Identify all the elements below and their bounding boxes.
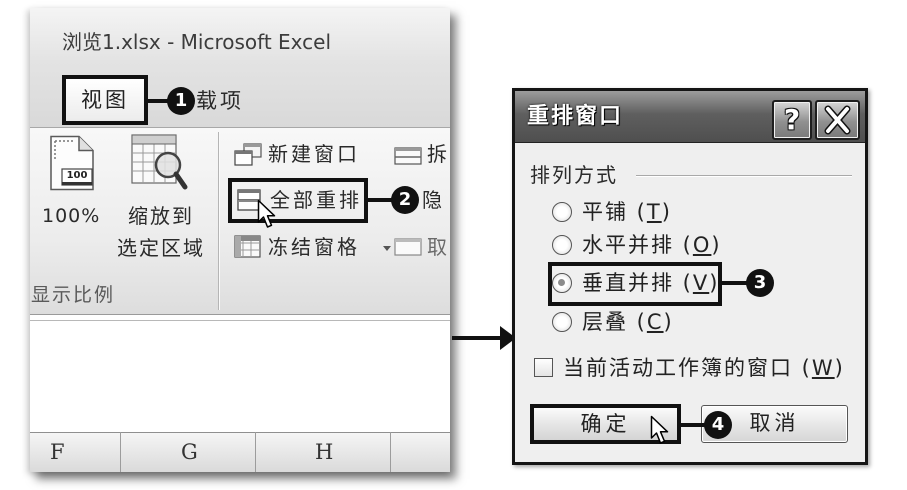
mouse-pointer-icon	[257, 199, 276, 228]
callout-3: 3	[746, 269, 774, 297]
new-window-icon	[234, 143, 262, 166]
option-text: 层叠	[582, 310, 628, 334]
hotkey-letter: O	[692, 233, 712, 257]
radio-horizontal[interactable]	[552, 235, 572, 255]
window-title: 浏览1.xlsx - Microsoft Excel	[62, 30, 332, 54]
dialog-title: 重排窗口	[527, 104, 624, 129]
hotkey-letter: C	[646, 310, 664, 334]
option-hotkey: V	[674, 271, 719, 295]
checkbox-text: 当前活动工作簿的窗口	[563, 356, 793, 380]
option-text: 平铺	[582, 200, 628, 224]
new-window-button[interactable]: 新建窗口	[268, 142, 360, 166]
column-divider[interactable]	[120, 432, 121, 472]
column-divider[interactable]	[390, 432, 391, 472]
arrow-right-icon	[452, 326, 516, 350]
column-header-h[interactable]: H	[315, 440, 334, 464]
tab-view[interactable]: 视图	[62, 75, 148, 125]
chevron-down-icon[interactable]	[383, 246, 391, 251]
mouse-pointer-icon	[650, 415, 669, 444]
option-hotkey: T	[628, 200, 672, 224]
hide-button[interactable]: 隐	[422, 188, 445, 212]
hotkey-letter: W	[811, 356, 835, 380]
page-100-icon	[50, 135, 94, 191]
option-horizontal-label[interactable]: 水平并排 O	[582, 232, 722, 258]
ok-button-label: 确定	[580, 412, 631, 436]
freeze-panes-icon	[234, 235, 261, 258]
radio-tiled[interactable]	[552, 202, 572, 222]
ribbon-group-separator	[218, 132, 219, 310]
callout-1-connector	[148, 99, 170, 103]
column-header-g[interactable]: G	[181, 440, 198, 464]
column-header-row	[30, 432, 450, 472]
active-workbook-checkbox[interactable]	[534, 358, 553, 377]
excel-window: 浏览1.xlsx - Microsoft Excel 视图 1 载项 100 1…	[30, 8, 450, 472]
help-button[interactable]: ?	[772, 100, 812, 140]
callout-3-connector	[722, 281, 748, 285]
hotkey-letter: T	[646, 200, 662, 224]
worksheet-area[interactable]	[30, 315, 450, 432]
callout-2: 2	[391, 186, 419, 214]
hotkey-letter: V	[692, 271, 710, 295]
arrange-windows-dialog: 重排窗口 ? 排列方式 平铺 T 水平并排 O 垂直并排 V 3 层叠 C 当前活动工作…	[512, 88, 868, 465]
radio-vertical[interactable]	[552, 273, 572, 293]
callout-4-connector	[681, 423, 707, 427]
option-text: 垂直并排	[582, 271, 674, 295]
cancel-button-label: 取消	[749, 411, 800, 435]
callout-1: 1	[167, 87, 195, 115]
option-tiled-label[interactable]: 平铺 T	[582, 199, 672, 225]
option-hotkey: O	[674, 233, 722, 257]
close-button[interactable]	[815, 100, 860, 140]
checkbox-hotkey: W	[793, 356, 845, 380]
active-workbook-checkbox-label[interactable]: 当前活动工作簿的窗口 W	[563, 355, 845, 381]
tab-addins[interactable]: 载项	[196, 89, 244, 113]
arrange-all-label[interactable]: 全部重排	[270, 188, 362, 212]
split-icon	[394, 147, 422, 165]
option-hotkey: C	[628, 310, 674, 334]
arrange-all-button[interactable]	[228, 178, 368, 223]
radio-cascade[interactable]	[552, 312, 572, 332]
formula-bar-divider	[30, 320, 450, 321]
unhide-icon	[394, 238, 422, 256]
help-icon: ?	[783, 103, 801, 136]
zoom-100-label[interactable]: 100%	[42, 205, 101, 227]
arrange-all-icon	[237, 189, 261, 211]
option-vertical-label[interactable]: 垂直并排 V	[582, 270, 719, 296]
split-button[interactable]: 拆	[427, 142, 450, 166]
zoom-100-button[interactable]: 100	[48, 135, 96, 191]
close-icon	[824, 105, 851, 135]
column-header-f[interactable]: F	[50, 440, 65, 464]
callout-4: 4	[704, 411, 732, 439]
group-divider	[636, 175, 852, 176]
highlight-box-vertical	[548, 262, 722, 306]
arrange-group-label: 排列方式	[530, 163, 618, 187]
zoom-selection-label-line1[interactable]: 缩放到	[128, 204, 194, 228]
page-100-icon-text: 100	[66, 170, 88, 181]
tab-view-label: 视图	[81, 88, 129, 112]
unhide-button[interactable]: 取	[427, 235, 450, 259]
zoom-to-selection-button[interactable]	[128, 132, 190, 194]
freeze-panes-button[interactable]: 冻结窗格	[268, 235, 360, 259]
option-text: 水平并排	[582, 233, 674, 257]
zoom-group-label: 显示比例	[31, 284, 116, 306]
zoom-selection-label-line2[interactable]: 选定区域	[117, 236, 205, 260]
callout-2-connector	[368, 198, 392, 202]
zoom-selection-icon	[131, 134, 188, 190]
option-cascade-label[interactable]: 层叠 C	[582, 309, 674, 335]
column-divider[interactable]	[255, 432, 256, 472]
